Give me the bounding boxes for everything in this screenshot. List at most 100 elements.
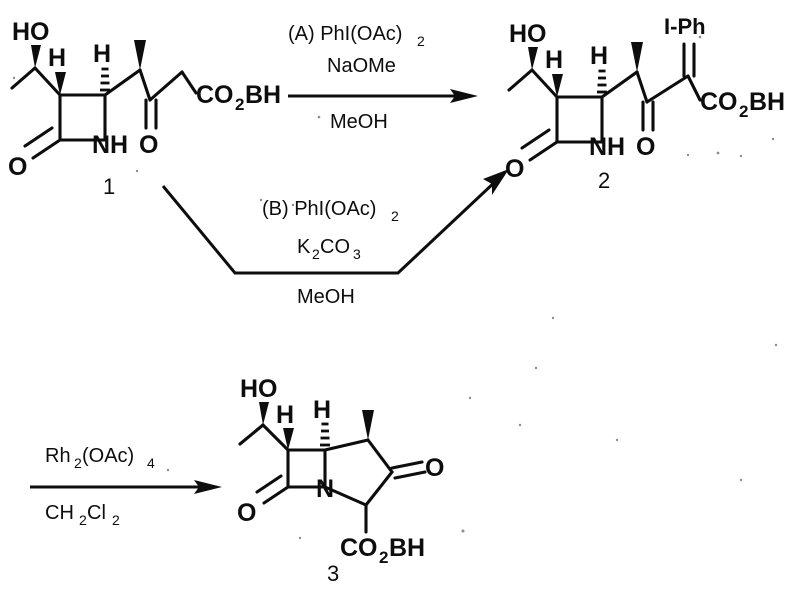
compound-1-h-right-label: H bbox=[93, 40, 111, 68]
compound-2-hydroxyl-label: HO bbox=[509, 20, 547, 48]
compound-1-nh-label: NH bbox=[92, 131, 128, 159]
compound-2-lactam-o-label: O bbox=[505, 155, 524, 183]
bond2-side-ketone bbox=[635, 70, 649, 104]
svg-text:2: 2 bbox=[417, 33, 425, 49]
svg-text:BH: BH bbox=[749, 88, 785, 116]
svg-text:2: 2 bbox=[112, 512, 120, 528]
svg-text:2: 2 bbox=[739, 102, 748, 121]
bond-c3-ch bbox=[33, 66, 62, 97]
compound-3-lactam-o-label: O bbox=[237, 499, 256, 527]
reaction-b-reagent-line-1: (B) PhI(OAc) 2 bbox=[262, 198, 399, 224]
svg-text:CO: CO bbox=[320, 236, 350, 258]
svg-text:CH: CH bbox=[45, 502, 74, 524]
compound-3-structure: HO H H N O O CO 2 BH 3 bbox=[237, 375, 444, 586]
bond3-c4-c3 bbox=[366, 438, 394, 474]
bond3-lactam-co-a bbox=[262, 485, 290, 505]
bond3-ketone-co-b bbox=[393, 470, 427, 480]
bond3-ch-methyl bbox=[238, 423, 265, 446]
reaction-b-solvent: MeOH bbox=[297, 286, 355, 308]
bond-ch-methyl bbox=[10, 66, 37, 90]
hash3-c5-h bbox=[320, 422, 330, 447]
reaction-c-reagent: Rh 2 (OAc) 4 bbox=[45, 445, 155, 471]
bond2-lactam-co-a bbox=[528, 140, 559, 162]
bond-side-to-ketone bbox=[138, 68, 152, 102]
compound-3-nitrogen-label: N bbox=[316, 475, 334, 503]
bond2-lactam-co-b bbox=[520, 128, 551, 150]
bond3-c2-n bbox=[323, 485, 368, 507]
compound-2-nh-label: NH bbox=[589, 133, 625, 161]
compound-3-hydroxyl-label: HO bbox=[240, 375, 278, 403]
bond2-c2-side bbox=[600, 70, 639, 99]
wedge2-side-methyl bbox=[631, 42, 643, 72]
svg-text:2: 2 bbox=[379, 548, 388, 567]
compound-1-ester-label: CO 2 BH bbox=[196, 81, 281, 114]
reaction-c-solvent: CH 2 Cl 2 bbox=[45, 502, 120, 528]
compound-2-h-right-label: H bbox=[590, 42, 608, 70]
bond-ch2-ester bbox=[180, 70, 198, 95]
wedge2-c3-h bbox=[552, 74, 563, 97]
bond3-c5-c4 bbox=[323, 438, 370, 452]
bond3-ketone-co-a bbox=[390, 460, 424, 470]
wedge3-ch-oh bbox=[259, 402, 269, 425]
bond2-ch-methyl bbox=[507, 68, 534, 92]
svg-text:CO: CO bbox=[700, 88, 738, 116]
reaction-b-arrowhead bbox=[483, 169, 509, 195]
reaction-a-group: (A) PhI(OAc) 2 NaOMe MeOH bbox=[288, 23, 478, 133]
compound-1-structure: HO H H NH O O CO 2 BH 1 bbox=[8, 18, 281, 199]
reaction-c-group: Rh 2 (OAc) 4 CH 2 Cl 2 bbox=[30, 445, 222, 528]
compound-1-lactam-o-label: O bbox=[8, 153, 27, 181]
reaction-a-arrowhead bbox=[450, 89, 478, 103]
bond2-c3-ch bbox=[530, 68, 559, 99]
svg-text:BH: BH bbox=[245, 81, 281, 109]
bond3-c3-c2 bbox=[364, 470, 394, 507]
svg-text:4: 4 bbox=[147, 455, 155, 471]
svg-text:CO: CO bbox=[196, 81, 234, 109]
reaction-a-solvent: MeOH bbox=[330, 111, 388, 133]
bond-lactam-co-b bbox=[23, 126, 54, 148]
svg-text:2: 2 bbox=[74, 455, 82, 471]
reaction-b-reagent-line-2: K 2 CO 3 bbox=[297, 236, 361, 262]
wedge-side-methyl bbox=[134, 40, 146, 70]
bond2-ketone-ylide bbox=[645, 74, 690, 104]
svg-text:K: K bbox=[297, 236, 311, 258]
svg-text:2: 2 bbox=[391, 208, 399, 224]
svg-text:BH: BH bbox=[389, 534, 425, 562]
svg-text:CO: CO bbox=[340, 534, 378, 562]
compound-1-h-left-label: H bbox=[48, 44, 66, 72]
svg-text:(OAc): (OAc) bbox=[82, 445, 134, 467]
svg-text:3: 3 bbox=[353, 246, 361, 262]
reaction-b-arrow-shaft bbox=[161, 178, 499, 275]
svg-text:(A) PhI(OAc): (A) PhI(OAc) bbox=[288, 23, 402, 45]
wedge-c3-h bbox=[55, 72, 66, 95]
svg-text:Cl: Cl bbox=[87, 502, 106, 524]
bond2-ylide-ester bbox=[686, 74, 702, 102]
bond-ketone-ch2 bbox=[148, 70, 184, 102]
wedge3-c4-methyl bbox=[362, 410, 374, 440]
compound-2-h-left-label: H bbox=[545, 46, 563, 74]
svg-text:2: 2 bbox=[79, 512, 87, 528]
compound-3-ketone-o-label: O bbox=[425, 454, 444, 482]
wedge-ch-oh bbox=[31, 45, 41, 68]
wedge2-ch-oh bbox=[528, 47, 538, 70]
compound-1-hydroxyl-label: HO bbox=[12, 18, 50, 46]
reaction-a-reagent-line-2: NaOMe bbox=[327, 55, 396, 77]
bond-c2-side bbox=[103, 68, 142, 97]
compound-3-ester-label: CO 2 BH bbox=[340, 534, 425, 567]
hash-c2-h bbox=[100, 67, 110, 92]
bond3-lactam-co-b bbox=[255, 474, 283, 494]
compound-2-number: 2 bbox=[598, 168, 610, 193]
compound-2-ketone-o-label: O bbox=[636, 133, 655, 161]
compound-3-number: 3 bbox=[327, 561, 339, 586]
reaction-b-group: (B) PhI(OAc) 2 K 2 CO 3 MeOH bbox=[161, 169, 509, 308]
hash2-c2-h bbox=[597, 69, 607, 94]
compound-3-h-right-label: H bbox=[313, 396, 331, 424]
svg-text:Rh: Rh bbox=[45, 445, 71, 467]
compound-2-iodonium-label: I-Ph bbox=[664, 14, 706, 39]
bond3-c6-ch bbox=[261, 423, 290, 452]
reaction-c-arrowhead bbox=[194, 480, 222, 494]
compound-1-ketone-o-label: O bbox=[139, 131, 158, 159]
wedge3-c6-h bbox=[283, 428, 294, 450]
scan-artifacts bbox=[12, 35, 778, 540]
